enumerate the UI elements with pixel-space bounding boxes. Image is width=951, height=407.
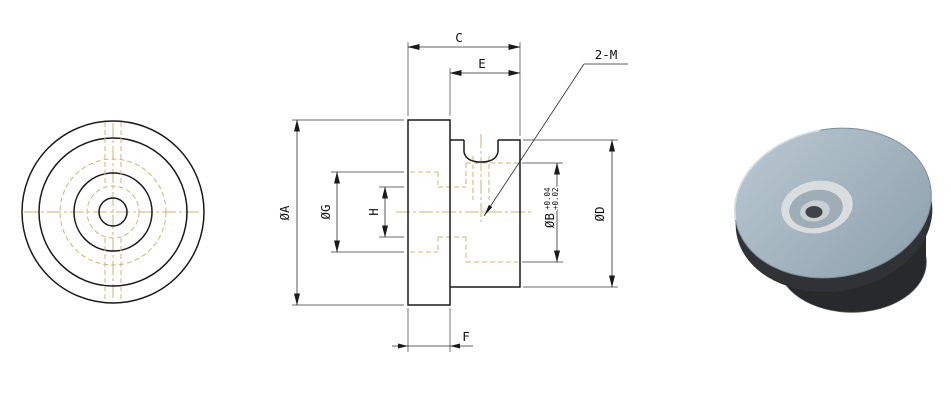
dimension-dia-a: ØA — [276, 119, 404, 306]
dimension-f: F — [392, 308, 473, 352]
dimension-dia-g: ØG — [317, 171, 404, 253]
dim-label-dia-b-tol-lower: +0.02 — [551, 187, 560, 210]
leader-arrowhead — [484, 204, 493, 216]
center-hole-circle — [98, 197, 128, 227]
hidden-internal-features — [396, 134, 534, 263]
dim-label-dia-d: ØD — [592, 206, 607, 221]
counterbore-g-circle — [73, 172, 153, 252]
dimension-dia-d: ØD — [523, 139, 618, 288]
hidden-radial-holes — [104, 122, 122, 302]
dim-label-c: C — [455, 30, 463, 45]
body-profile — [450, 139, 521, 288]
dim-label-dia-a: ØA — [277, 205, 292, 221]
dimension-h: H — [365, 186, 404, 238]
render-center-hole — [805, 206, 823, 218]
dimension-c: C — [407, 29, 521, 136]
part-outline — [407, 119, 521, 306]
render-counterbore — [781, 180, 853, 234]
dim-label-e: E — [478, 56, 486, 71]
flange-profile — [407, 119, 451, 306]
dimension-dia-b: ØB +0.04 +0.02 — [522, 162, 563, 263]
dim-label-dia-b-tol-upper: +0.04 — [543, 187, 552, 210]
render-view — [733, 127, 933, 313]
f-right-arrowhead — [450, 343, 460, 349]
section-view: C E 2-M ØA ØG — [276, 29, 628, 352]
dim-label-dia-g: ØG — [318, 204, 333, 219]
f-left-arrowhead — [398, 343, 408, 349]
dim-label-2m: 2-M — [595, 47, 618, 62]
dim-label-dia-b: ØB — [542, 213, 557, 228]
front-view — [21, 120, 205, 304]
hidden-bore-h-circle — [86, 185, 140, 239]
spotface-notch — [463, 140, 499, 163]
dim-label-f: F — [462, 329, 470, 344]
hidden-bore-b-circle — [59, 158, 167, 266]
dim-label-h: H — [366, 208, 381, 216]
body-diameter-circle — [38, 137, 188, 287]
hole-callout-2m: 2-M — [483, 46, 628, 217]
flange-outer-diameter-circle — [21, 120, 205, 304]
render-rim-highlight — [733, 129, 821, 221]
dimension-e: E — [449, 55, 521, 116]
